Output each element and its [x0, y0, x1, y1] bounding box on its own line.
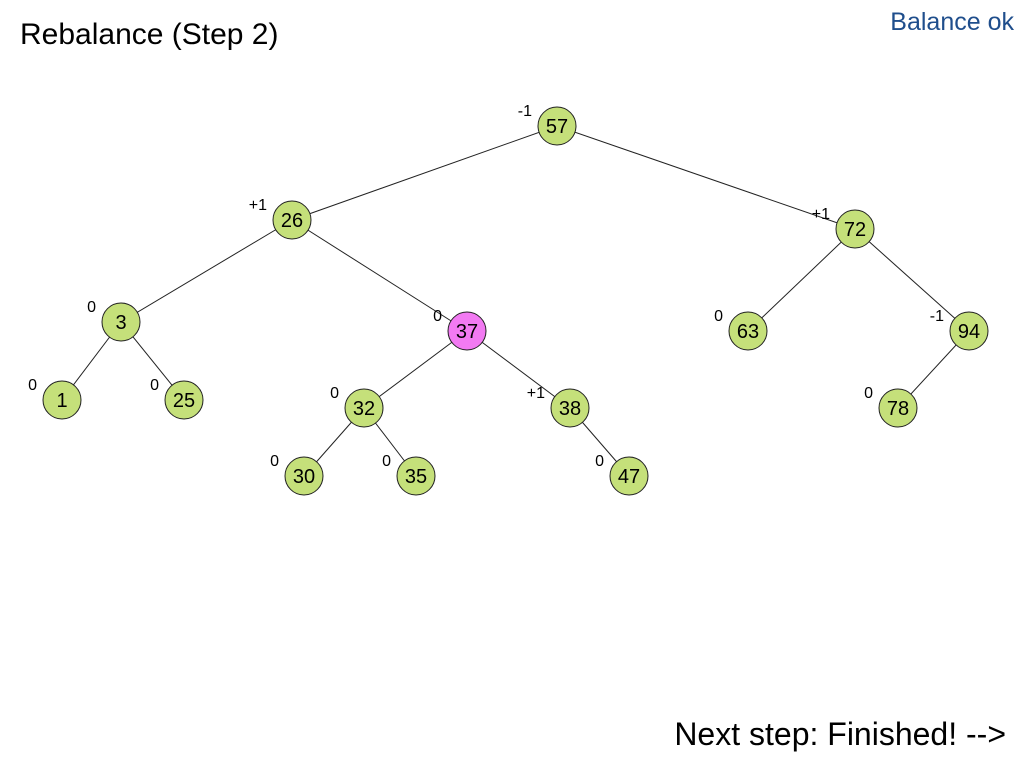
node-balance-factor: 0 — [714, 308, 723, 325]
tree-node-32: 32 0 — [330, 385, 384, 428]
balance-status: Balance ok — [890, 8, 1014, 36]
node-circle — [101, 302, 141, 342]
tree-node-63: 63 0 — [714, 308, 768, 351]
node-key: 63 — [737, 321, 759, 343]
node-circle — [949, 311, 989, 351]
node-key: 25 — [173, 390, 195, 412]
page-title: Rebalance (Step 2) — [20, 18, 279, 51]
node-balance-factor: 0 — [433, 308, 442, 325]
tree-edge — [291, 219, 468, 332]
node-key: 72 — [844, 219, 866, 241]
node-balance-factor: -1 — [930, 308, 944, 325]
node-balance-factor: +1 — [527, 385, 545, 402]
node-key: 94 — [958, 321, 980, 343]
node-key: 30 — [293, 466, 315, 488]
highlighted-node-circle — [447, 311, 487, 351]
tree-nodes: 57-126+172+13037063094-11025032038+17803… — [28, 103, 989, 496]
node-circle — [272, 200, 312, 240]
tree-node-72: 72 +1 — [812, 206, 875, 249]
tree-edges — [61, 125, 970, 477]
node-circle — [396, 456, 436, 496]
node-key: 57 — [546, 116, 568, 138]
tree-edge — [291, 125, 558, 221]
node-circle — [550, 388, 590, 428]
node-balance-factor: +1 — [812, 206, 830, 223]
tree-edge — [120, 219, 293, 323]
tree-edge — [556, 125, 856, 230]
tree-node-37: 37 0 — [433, 308, 487, 351]
tree-node-47: 47 0 — [595, 453, 649, 496]
node-key: 1 — [56, 390, 67, 412]
tree-node-35: 35 0 — [382, 453, 436, 496]
node-balance-factor: 0 — [382, 453, 391, 470]
node-circle — [878, 388, 918, 428]
node-key: 78 — [887, 398, 909, 420]
node-balance-factor: 0 — [87, 299, 96, 316]
node-key: 47 — [618, 466, 640, 488]
node-balance-factor: 0 — [150, 377, 159, 394]
tree-node-38: 38 +1 — [527, 385, 590, 428]
tree-node-30: 30 0 — [270, 453, 324, 496]
node-circle — [42, 380, 82, 420]
tree-node-3: 30 — [87, 299, 141, 342]
tree-node-26: 26 +1 — [249, 197, 312, 240]
node-balance-factor: 0 — [864, 385, 873, 402]
node-balance-factor: 0 — [270, 453, 279, 470]
node-circle — [284, 456, 324, 496]
node-key: 37 — [456, 321, 478, 343]
tree-node-94: 94 -1 — [930, 308, 989, 351]
tree-node-1: 10 — [28, 377, 82, 420]
node-circle — [164, 380, 204, 420]
node-balance-factor: +1 — [249, 197, 267, 214]
tree-node-78: 78 0 — [864, 385, 918, 428]
tree-edge — [854, 228, 970, 332]
tree-edge — [466, 330, 571, 409]
tree-edge — [747, 228, 856, 332]
tree-edge — [363, 330, 468, 409]
node-key: 38 — [559, 398, 581, 420]
node-balance-factor: 0 — [595, 453, 604, 470]
node-balance-factor: 0 — [28, 377, 37, 394]
node-circle — [344, 388, 384, 428]
node-circle — [728, 311, 768, 351]
node-key: 3 — [115, 312, 126, 334]
node-balance-factor: 0 — [330, 385, 339, 402]
tree-node-57: 57 -1 — [518, 103, 577, 146]
node-key: 26 — [281, 210, 303, 232]
node-key: 35 — [405, 466, 427, 488]
next-step-link[interactable]: Next step: Finished! --> — [674, 716, 1006, 752]
tree-node-25: 25 0 — [150, 377, 204, 420]
node-circle — [835, 209, 875, 249]
node-key: 32 — [353, 398, 375, 420]
node-circle — [537, 106, 577, 146]
node-circle — [609, 456, 649, 496]
node-balance-factor: -1 — [518, 103, 532, 120]
